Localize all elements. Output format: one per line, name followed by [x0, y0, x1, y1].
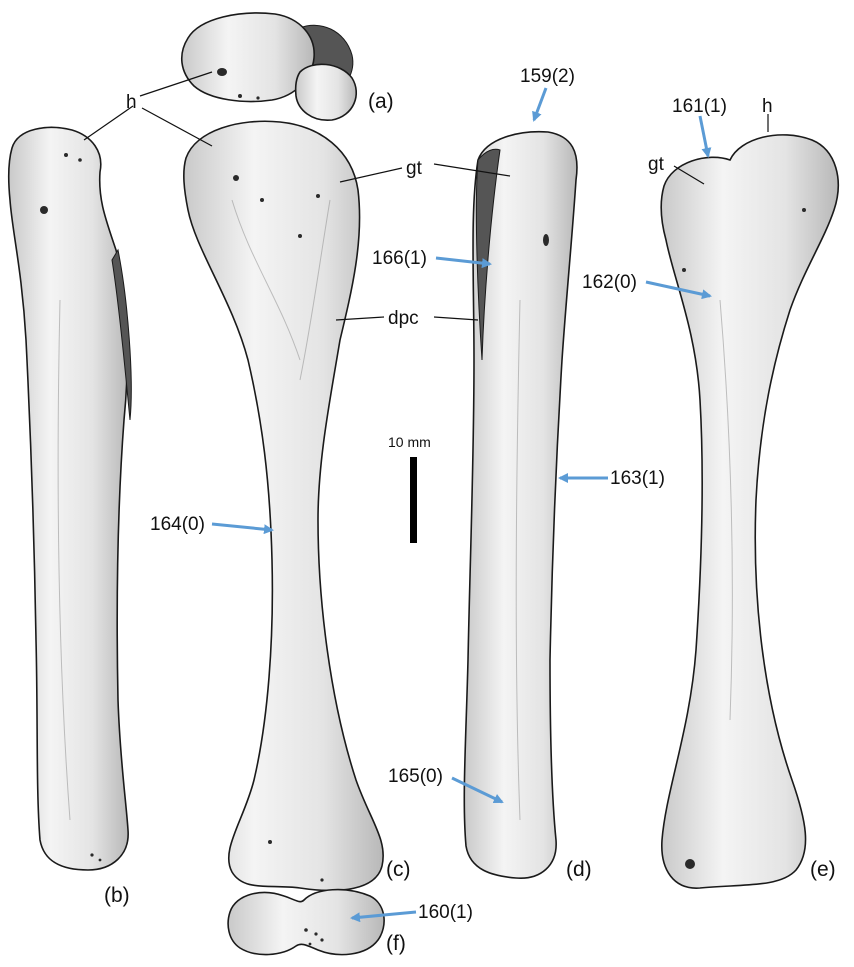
bone-view-b	[9, 127, 132, 870]
bone-view-a	[182, 13, 357, 120]
label-164: 164(0)	[150, 514, 205, 535]
label-h-left: h	[126, 92, 137, 113]
label-gt-e: gt	[648, 154, 665, 175]
label-gt-c: gt	[406, 158, 423, 179]
label-dpc: dpc	[388, 308, 419, 329]
scale-bar: 10 mm	[388, 434, 431, 543]
scale-bar-label: 10 mm	[388, 434, 431, 450]
panel-label-a: (a)	[368, 90, 394, 113]
panel-label-b: (b)	[104, 884, 130, 907]
panel-label-d: (d)	[566, 858, 592, 881]
bone-view-d	[464, 132, 577, 878]
leader-h-c	[142, 108, 212, 146]
arrow-164	[212, 524, 272, 530]
label-161: 161(1)	[672, 96, 727, 117]
panel-label-c: (c)	[386, 858, 411, 881]
arrow-161	[700, 116, 708, 156]
label-159: 159(2)	[520, 66, 575, 87]
label-165: 165(0)	[388, 766, 443, 787]
bone-view-e	[661, 135, 838, 888]
panel-label-f: (f)	[386, 932, 406, 955]
label-163: 163(1)	[610, 468, 665, 489]
leader-dpc-d	[434, 317, 478, 320]
arrow-159	[534, 88, 546, 120]
bone-view-f	[228, 890, 384, 955]
label-166: 166(1)	[372, 248, 427, 269]
label-h-right: h	[762, 96, 773, 117]
bone-view-c	[184, 121, 383, 890]
label-162: 162(0)	[582, 272, 637, 293]
panel-label-e: (e)	[810, 858, 836, 881]
label-160: 160(1)	[418, 902, 473, 923]
